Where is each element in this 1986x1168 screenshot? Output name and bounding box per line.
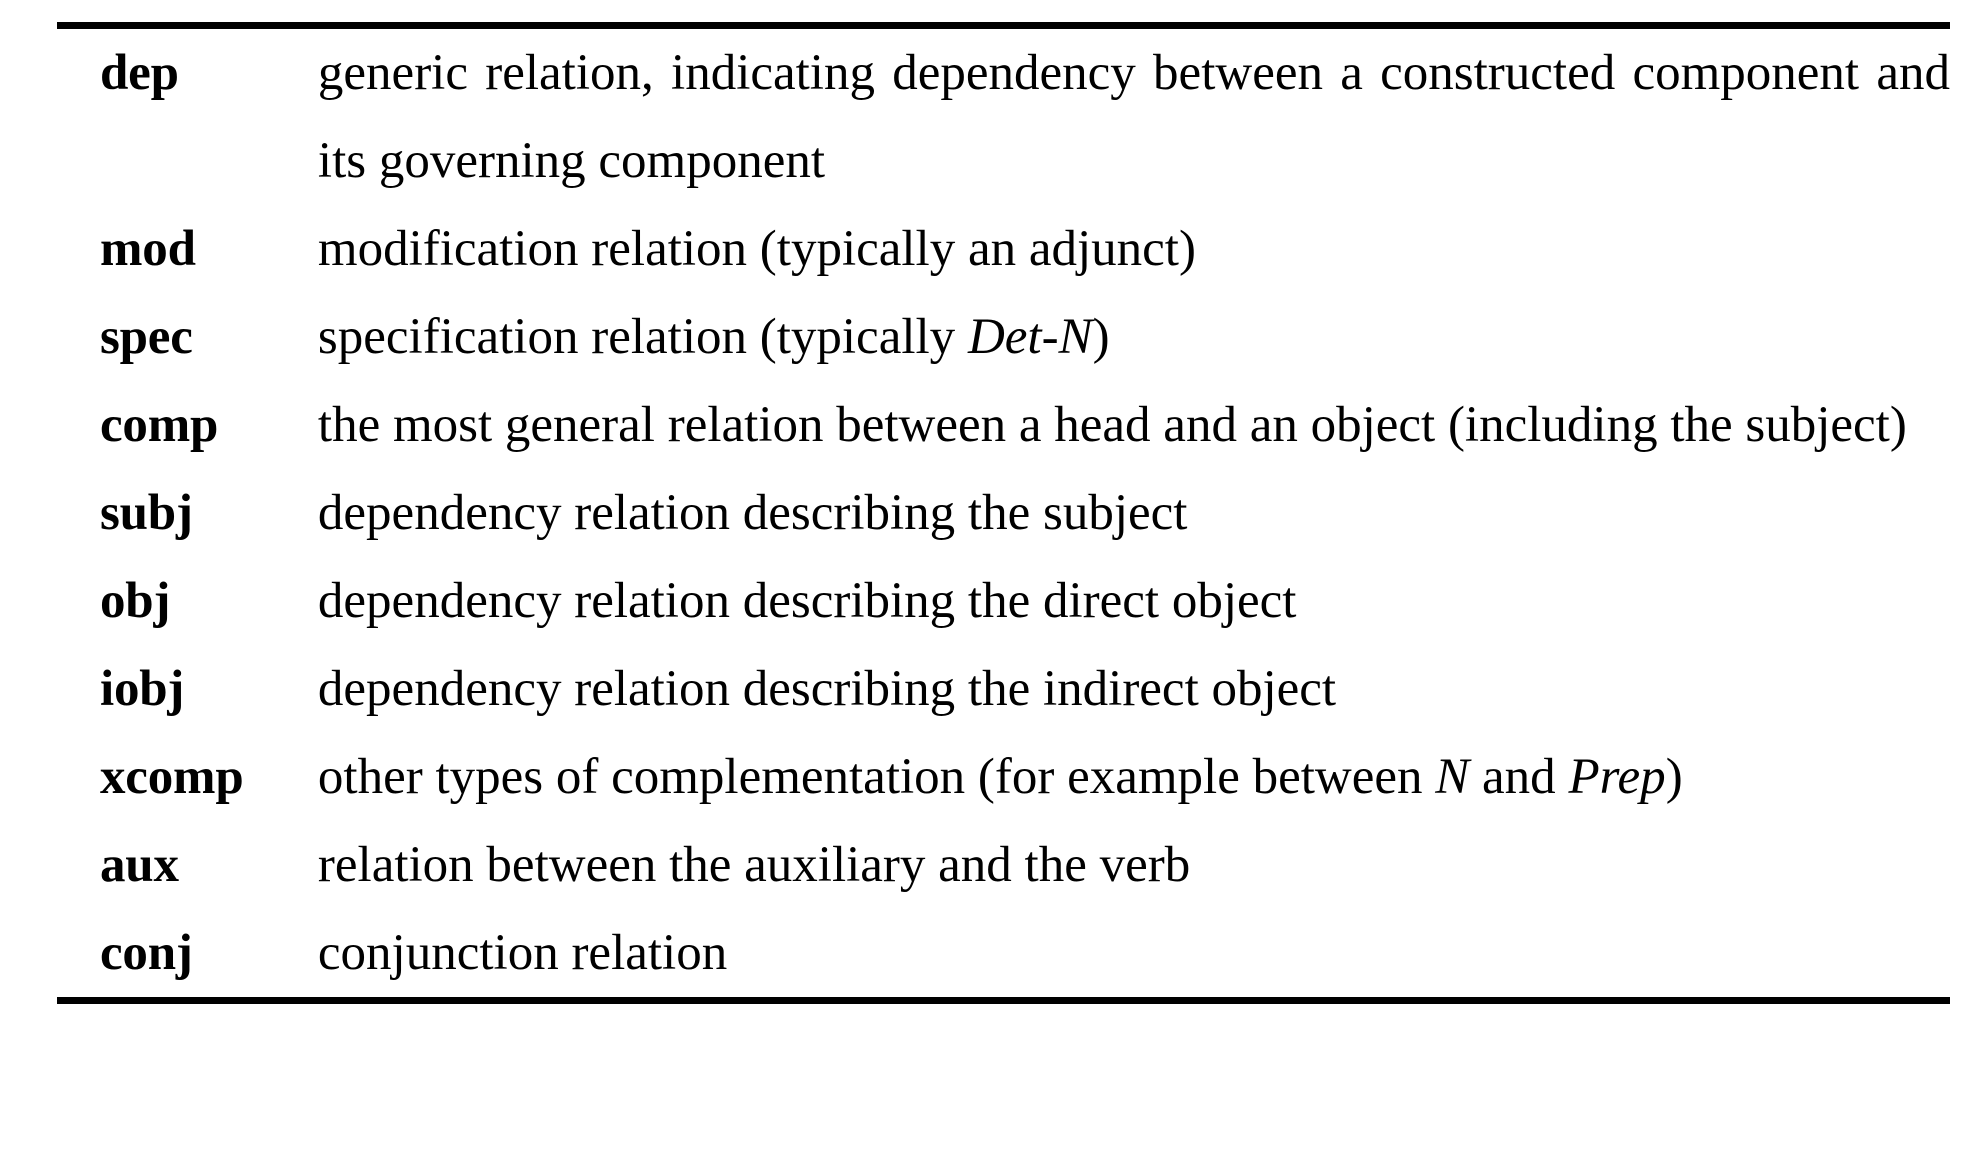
table-row: subj dependency relation describing the … [57, 469, 1950, 557]
description-text: ) [1665, 749, 1683, 805]
relation-description: dependency relation describing the direc… [317, 573, 1297, 629]
relations-table-container: dep generic relation, indicating depende… [57, 22, 1950, 1004]
description-text: ) [1092, 309, 1110, 365]
relation-label: spec [100, 309, 193, 365]
table-row: conj conjunction relation [57, 909, 1950, 997]
table-row: dep generic relation, indicating depende… [57, 29, 1950, 205]
description-text: and [1469, 749, 1569, 805]
relation-label-cell: obj [57, 557, 318, 645]
relation-description: dependency relation describing the subje… [317, 485, 1188, 541]
table-row: mod modification relation (typically an … [57, 205, 1950, 293]
table-top-rule [57, 22, 1950, 29]
relation-label-cell: mod [57, 205, 318, 293]
relation-description-cell: dependency relation describing the indir… [318, 645, 1950, 733]
relation-label-cell: subj [57, 469, 318, 557]
relation-label-cell: dep [57, 29, 318, 205]
relation-label-cell: aux [57, 821, 318, 909]
table-row: aux relation between the auxiliary and t… [57, 821, 1950, 909]
relation-label-cell: conj [57, 909, 318, 997]
relation-label: conj [100, 925, 193, 981]
table-bottom-rule [57, 997, 1950, 1004]
relation-label: xcomp [100, 749, 244, 805]
dependency-relations-table: dep generic relation, indicating depende… [57, 29, 1950, 997]
relation-label: subj [100, 485, 193, 541]
relation-description: modification relation (typically an adju… [317, 221, 1196, 277]
italic-term: Prep [1568, 749, 1666, 805]
relation-description-cell: modification relation (typically an adju… [318, 205, 1950, 293]
relation-label: iobj [100, 661, 185, 717]
relation-description-cell: dependency relation describing the subje… [318, 469, 1950, 557]
table-row: comp the most general relation between a… [57, 381, 1950, 469]
relation-label-cell: iobj [57, 645, 318, 733]
table-row: obj dependency relation describing the d… [57, 557, 1950, 645]
description-text: specification relation (typically [317, 309, 968, 365]
relation-description: the most general relation between a head… [317, 397, 1907, 453]
relation-description-cell: generic relation, indicating dependency … [318, 29, 1950, 205]
relation-description: relation between the auxiliary and the v… [317, 837, 1191, 893]
relation-description-cell: dependency relation describing the direc… [318, 557, 1950, 645]
relation-label-cell: spec [57, 293, 318, 381]
relation-description-cell: other types of complementation (for exam… [318, 733, 1950, 821]
relation-description-cell: relation between the auxiliary and the v… [318, 821, 1950, 909]
relation-label: comp [100, 397, 219, 453]
relation-label: aux [100, 837, 179, 893]
relation-label-cell: xcomp [57, 733, 318, 821]
relation-description: conjunction relation [317, 925, 728, 981]
relation-label: mod [100, 221, 196, 277]
relation-description: generic relation, indicating dependency … [317, 45, 1950, 189]
relation-description-cell: conjunction relation [318, 909, 1950, 997]
relation-label: dep [100, 45, 179, 101]
relation-description: other types of complementation (for exam… [318, 733, 1950, 821]
italic-term: Det-N [967, 309, 1093, 365]
relation-description: specification relation (typically Det-N) [318, 293, 1950, 381]
italic-term: N [1435, 749, 1470, 805]
table-row: xcomp other types of complementation (fo… [57, 733, 1950, 821]
description-text: other types of complementation (for exam… [317, 749, 1436, 805]
relation-label-cell: comp [57, 381, 318, 469]
table-row: spec specification relation (typically D… [57, 293, 1950, 381]
relation-label: obj [100, 573, 171, 629]
table-body: dep generic relation, indicating depende… [57, 29, 1950, 997]
relation-description: dependency relation describing the indir… [317, 661, 1337, 717]
relation-description-cell: specification relation (typically Det-N) [318, 293, 1950, 381]
relation-description-cell: the most general relation between a head… [318, 381, 1950, 469]
table-row: iobj dependency relation describing the … [57, 645, 1950, 733]
